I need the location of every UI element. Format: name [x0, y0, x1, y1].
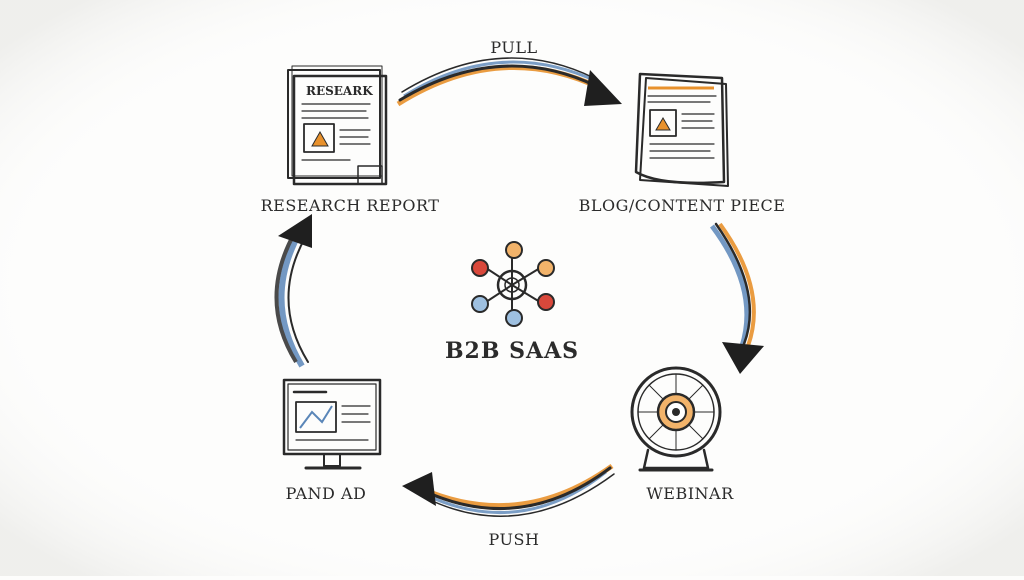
arrow-blog-to-webinar [709, 222, 764, 374]
arrow-push [402, 463, 615, 517]
network-hub-icon [471, 241, 555, 327]
node-label-blog-content: BLOG/CONTENT PIECE [578, 196, 786, 215]
node-label-research-report: RESEARCH REPORT [260, 196, 440, 215]
flow-label-push: PUSH [488, 530, 540, 549]
arrow-ad-to-research [274, 214, 312, 368]
arrow-pull [396, 57, 622, 107]
center-label: B2B SAAS [444, 338, 580, 364]
document-heading: RESEARK [306, 84, 373, 98]
monitor-icon [282, 378, 382, 470]
blog-page-icon [634, 72, 729, 187]
webinar-wheel-icon [630, 366, 722, 472]
node-label-paid-ad: PAND AD [285, 484, 367, 503]
document-icon: RESEARK [287, 65, 388, 186]
node-label-webinar: WEBINAR [646, 484, 734, 503]
flow-label-pull: PULL [490, 38, 538, 57]
